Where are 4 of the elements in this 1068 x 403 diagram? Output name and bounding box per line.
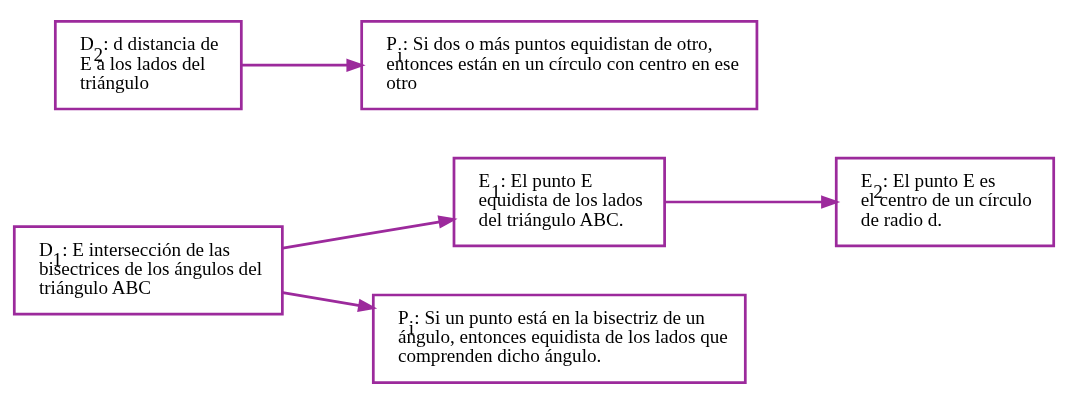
arrow (664, 194, 841, 209)
arrow (282, 290, 378, 312)
arrow (241, 58, 366, 72)
arrow (282, 214, 458, 249)
